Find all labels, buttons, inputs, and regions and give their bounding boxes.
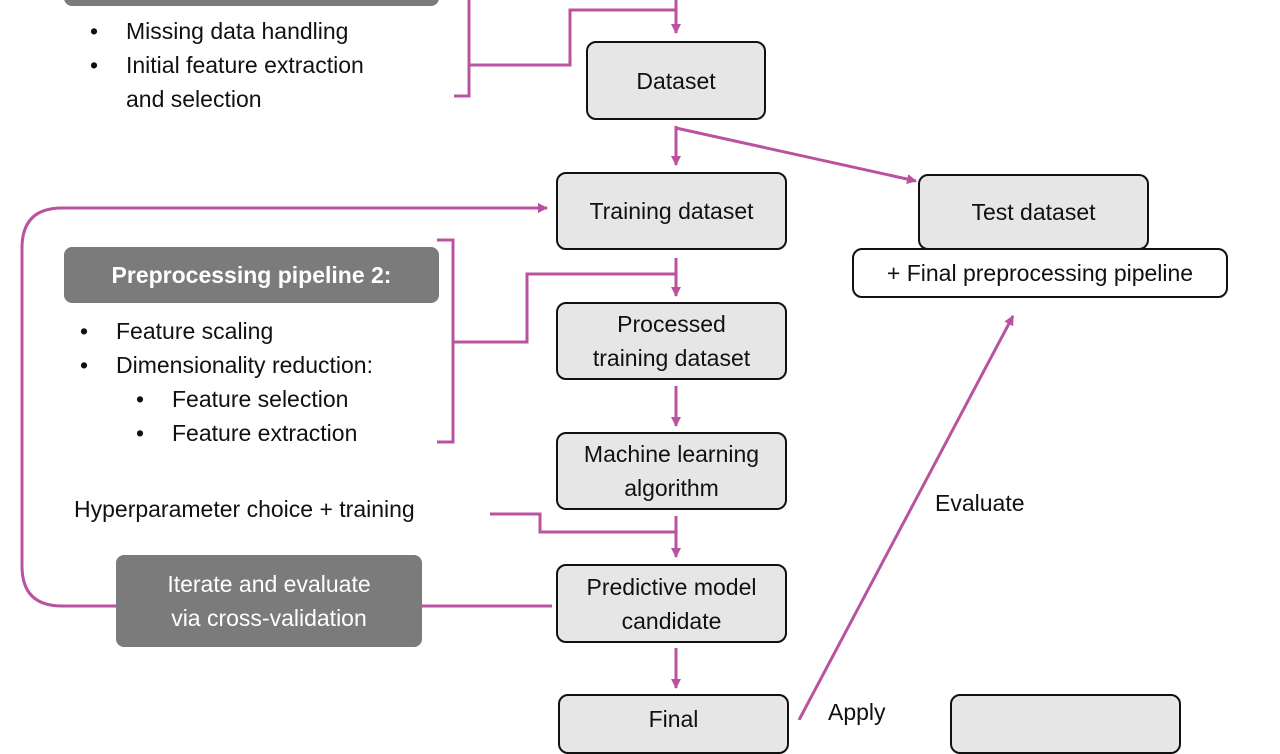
pipeline2-header: Preprocessing pipeline 2: bbox=[64, 247, 439, 303]
pipeline2-bracket bbox=[437, 238, 455, 444]
pipeline1-bracket bbox=[454, 0, 471, 98]
ml-algorithm-label: Machine learning algorithm bbox=[583, 441, 760, 501]
pipeline2-connector bbox=[453, 272, 676, 344]
pipeline2-subitem: Feature selection bbox=[132, 382, 373, 416]
processed-training-label: Processed training dataset bbox=[592, 311, 751, 371]
final-model-label: Final bbox=[648, 706, 699, 732]
pipeline1-connector bbox=[469, 8, 676, 67]
evaluate-label: Evaluate bbox=[935, 490, 1025, 516]
pipeline1-item: Initial feature extraction and selection bbox=[86, 48, 364, 116]
final-model-node: Final bbox=[558, 694, 789, 754]
pipeline2-item: Feature scaling bbox=[76, 314, 373, 348]
pipeline2-item: Dimensionality reduction: bbox=[76, 348, 373, 382]
predictive-candidate-node: Predictive model candidate bbox=[556, 564, 787, 643]
pipeline2-subitem: Feature extraction bbox=[132, 416, 373, 450]
final-preprocessing-node: + Final preprocessing pipeline bbox=[852, 248, 1228, 298]
hyperparameter-label: Hyperparameter choice + training bbox=[74, 496, 415, 522]
pipeline1-list: Missing data handling Initial feature ex… bbox=[86, 14, 364, 116]
final-preprocessing-label: + Final preprocessing pipeline bbox=[886, 260, 1194, 286]
test-dataset-label: Test dataset bbox=[971, 199, 1096, 225]
hyperparameter-connector bbox=[490, 512, 676, 534]
pipeline1-item: Missing data handling bbox=[86, 14, 364, 48]
ml-algorithm-node: Machine learning algorithm bbox=[556, 432, 787, 510]
pipeline1-header bbox=[64, 0, 439, 6]
pipeline2-title: Preprocessing pipeline 2: bbox=[111, 262, 392, 288]
dataset-label: Dataset bbox=[636, 67, 716, 94]
arrow-apply-evaluate bbox=[797, 315, 1015, 720]
training-dataset-node: Training dataset bbox=[556, 172, 787, 250]
dataset-node: Dataset bbox=[586, 41, 766, 120]
test-dataset-node: Test dataset bbox=[918, 174, 1149, 250]
iterate-label: Iterate and evaluate via cross-validatio… bbox=[167, 571, 371, 631]
connector-lines bbox=[20, 0, 1015, 720]
cv-loop bbox=[20, 208, 552, 608]
iterate-node: Iterate and evaluate via cross-validatio… bbox=[116, 555, 422, 647]
pipeline2-list: Feature scaling Dimensionality reduction… bbox=[76, 314, 373, 450]
predictive-candidate-label: Predictive model candidate bbox=[586, 573, 757, 634]
arrow-dataset-to-test bbox=[675, 126, 917, 184]
bottom-right-node bbox=[950, 694, 1181, 754]
training-dataset-label: Training dataset bbox=[589, 198, 754, 224]
processed-training-node: Processed training dataset bbox=[556, 302, 787, 380]
apply-label: Apply bbox=[828, 699, 886, 725]
